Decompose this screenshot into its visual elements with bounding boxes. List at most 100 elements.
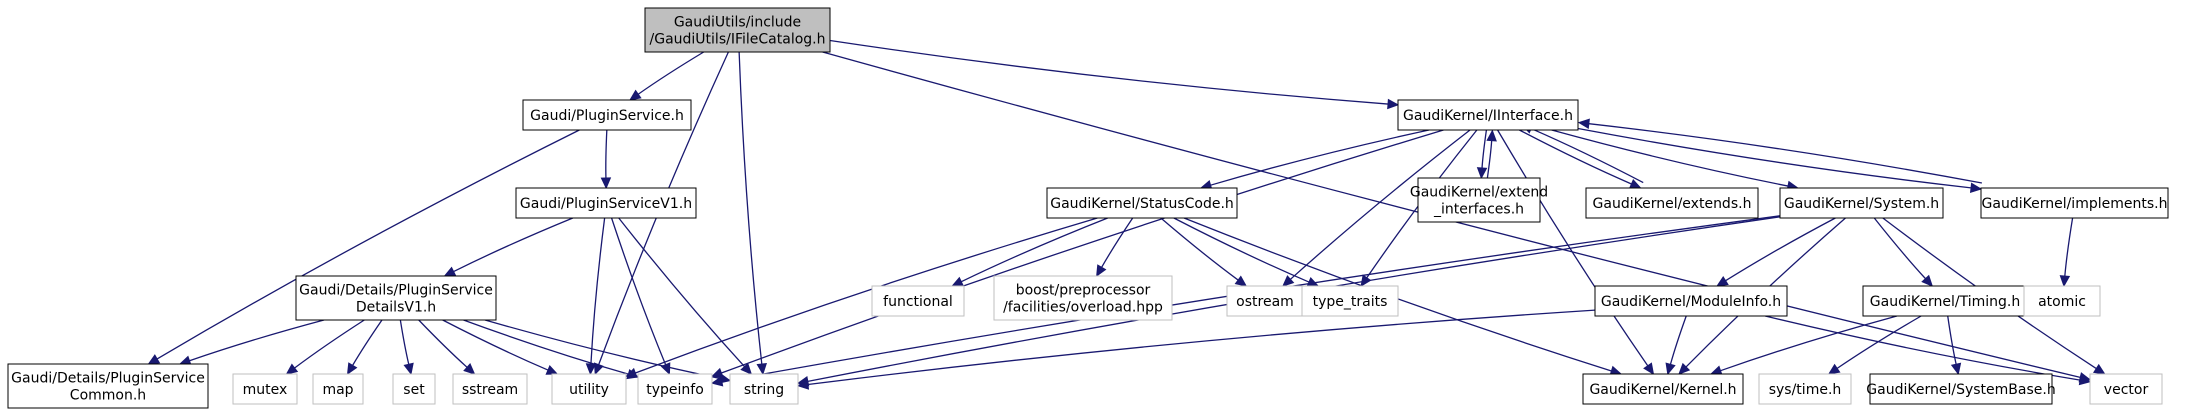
node-box bbox=[1397, 99, 1579, 131]
node-label: utility bbox=[569, 382, 609, 398]
edge-arrowhead bbox=[756, 362, 767, 376]
node-mutex[interactable]: mutex bbox=[232, 373, 298, 405]
edge-moduleinfo-to-vector bbox=[1764, 315, 2081, 381]
edge-iinterface-to-ostream bbox=[1289, 129, 1471, 280]
edge-arrowhead bbox=[600, 177, 612, 190]
node-label: GaudiKernel/implements.h bbox=[1982, 196, 2168, 212]
edge-arrowhead bbox=[443, 266, 457, 277]
edge-arrowhead bbox=[951, 276, 965, 287]
node-statuscode[interactable]: GaudiKernel/StatusCode.h bbox=[1046, 187, 1238, 219]
node-box bbox=[1417, 177, 1541, 223]
edge-root-to-iinterface bbox=[829, 39, 1389, 105]
edge-statuscode-to-functional bbox=[961, 217, 1108, 283]
edge-arrowhead bbox=[1643, 362, 1655, 376]
node-pluginservicev1[interactable]: Gaudi/PluginServiceV1.h bbox=[515, 187, 697, 219]
edge-detailsv1-to-string bbox=[484, 319, 721, 380]
node-label: _interfaces.h bbox=[1433, 202, 1524, 218]
edge-arrowhead bbox=[285, 363, 299, 375]
edge-arrowhead bbox=[796, 379, 810, 390]
node-label: GaudiKernel/IInterface.h bbox=[1403, 108, 1573, 124]
node-functional[interactable]: functional bbox=[871, 285, 965, 317]
node-systembase[interactable]: GaudiKernel/SystemBase.h bbox=[1866, 373, 2056, 405]
node-label: GaudiKernel/extend bbox=[1410, 185, 1548, 201]
edge-arrowhead bbox=[585, 363, 597, 376]
edge-detailsv1-to-sstream bbox=[418, 319, 468, 368]
node-label: functional bbox=[883, 294, 953, 310]
edge-arrowhead bbox=[1827, 363, 1841, 375]
edge-arrowhead bbox=[710, 376, 724, 387]
edge-system-to-timing bbox=[1873, 217, 1926, 280]
node-box bbox=[392, 373, 436, 405]
node-set[interactable]: set bbox=[392, 373, 436, 405]
node-label: sstream bbox=[462, 382, 518, 398]
edge-iinterface-to-statuscode bbox=[1210, 129, 1430, 186]
node-label: Gaudi/Details/PluginService bbox=[11, 371, 205, 387]
node-box bbox=[522, 99, 692, 131]
node-box bbox=[312, 373, 364, 405]
edge-pluginservicev1-to-string bbox=[618, 217, 745, 368]
node-sstream[interactable]: sstream bbox=[452, 373, 528, 405]
edge-arrowhead bbox=[346, 362, 358, 376]
edge-detailsv1-to-common bbox=[189, 319, 325, 362]
node-box bbox=[729, 373, 799, 405]
node-label: map bbox=[322, 382, 353, 398]
edge-root-to-string bbox=[738, 51, 763, 365]
node-label: DetailsV1.h bbox=[356, 300, 436, 316]
node-iinterface[interactable]: GaudiKernel/IInterface.h bbox=[1397, 99, 1579, 131]
edge-detailsv1-to-typeinfo bbox=[463, 319, 629, 375]
edge-arrowhead bbox=[1577, 118, 1590, 129]
node-box bbox=[1980, 187, 2169, 219]
edge-timing-to-systembase bbox=[1947, 315, 1957, 365]
node-string[interactable]: string bbox=[729, 373, 799, 405]
node-box bbox=[1046, 187, 1238, 219]
edge-arrowhead bbox=[1234, 275, 1248, 287]
node-overload[interactable]: boost/preprocessor/facilities/overload.h… bbox=[993, 275, 1173, 321]
node-root[interactable]: GaudiUtils/include/GaudiUtils/IFileCatal… bbox=[644, 7, 831, 53]
edge-pluginservicev1-to-detailsv1 bbox=[453, 217, 574, 273]
node-label: Gaudi/PluginServiceV1.h bbox=[520, 196, 692, 212]
node-implements[interactable]: GaudiKernel/implements.h bbox=[1980, 187, 2169, 219]
node-box bbox=[7, 363, 209, 409]
node-box bbox=[993, 275, 1173, 321]
node-box bbox=[644, 7, 831, 53]
node-timing[interactable]: GaudiKernel/Timing.h bbox=[1862, 285, 2028, 317]
edge-arrowhead bbox=[1387, 98, 1400, 110]
node-label: GaudiKernel/SystemBase.h bbox=[1866, 382, 2055, 398]
node-extend_interfaces[interactable]: GaudiKernel/extend_interfaces.h bbox=[1410, 177, 1548, 223]
edge-implements-to-iinterface bbox=[1588, 123, 1983, 184]
edge-arrowhead bbox=[1950, 362, 1962, 376]
edge-detailsv1-to-mutex bbox=[294, 319, 365, 369]
edge-detailsv1-to-map bbox=[352, 319, 383, 366]
node-moduleinfo[interactable]: GaudiKernel/ModuleInfo.h bbox=[1594, 285, 1788, 317]
edge-arrowhead bbox=[1678, 362, 1691, 375]
node-box bbox=[2023, 285, 2101, 317]
node-atomic[interactable]: atomic bbox=[2023, 285, 2101, 317]
node-map[interactable]: map bbox=[312, 373, 364, 405]
edge-arrowhead bbox=[403, 362, 414, 376]
node-label: Common.h bbox=[70, 388, 146, 404]
edge-arrowhead bbox=[2059, 275, 2071, 288]
node-typeinfo[interactable]: typeinfo bbox=[637, 373, 713, 405]
node-systime[interactable]: sys/time.h bbox=[1758, 373, 1852, 405]
node-label: type_traits bbox=[1313, 294, 1388, 310]
edge-arrowhead bbox=[1628, 178, 1642, 189]
edge-iinterface-to-extends bbox=[1519, 129, 1632, 185]
node-label: boost/preprocessor bbox=[1016, 283, 1151, 299]
node-type_traits[interactable]: type_traits bbox=[1301, 285, 1399, 317]
node-pluginservice[interactable]: Gaudi/PluginService.h bbox=[522, 99, 692, 131]
node-label: ostream bbox=[1236, 294, 1294, 310]
node-system[interactable]: GaudiKernel/System.h bbox=[1779, 187, 1944, 219]
node-box bbox=[1758, 373, 1852, 405]
node-vector[interactable]: vector bbox=[2089, 373, 2163, 405]
node-extends[interactable]: GaudiKernel/extends.h bbox=[1585, 187, 1759, 219]
edge-pluginservicev1-to-typeinfo bbox=[610, 217, 667, 366]
edges-layer bbox=[147, 39, 2106, 390]
node-ostream[interactable]: ostream bbox=[1226, 285, 1304, 317]
edge-arrowhead bbox=[1969, 182, 1983, 194]
node-label: string bbox=[744, 382, 784, 398]
node-utility[interactable]: utility bbox=[551, 373, 627, 405]
node-kernel[interactable]: GaudiKernel/Kernel.h bbox=[1582, 373, 1744, 405]
node-label: sys/time.h bbox=[1769, 382, 1842, 398]
